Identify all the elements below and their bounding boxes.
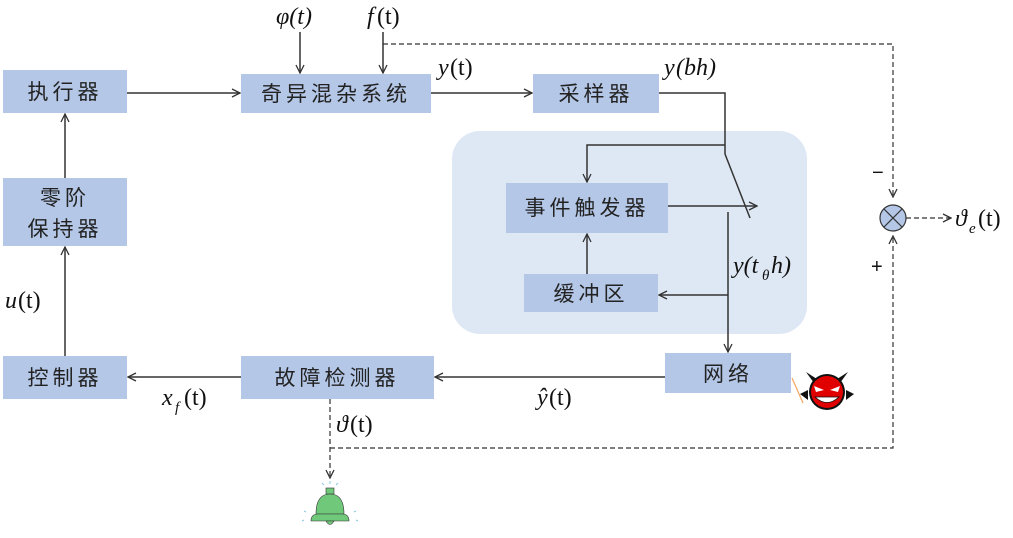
yhat-label-base: ŷ <box>535 385 548 411</box>
buffer-label: 缓冲区 <box>554 282 629 306</box>
xf-label-base: x <box>161 385 173 411</box>
xf-label: x f (t) <box>161 385 207 416</box>
u-label-arg: (t) <box>18 288 41 314</box>
hybrid-system-block[interactable]: 奇异混杂系统 <box>241 74 431 113</box>
fault-detector-block[interactable]: 故障检测器 <box>241 356 434 399</box>
sampler-label: 采样器 <box>559 82 634 106</box>
ytheta-label: y(t θ h) <box>731 253 791 284</box>
yhat-label-arg: (t) <box>549 385 572 411</box>
yhat-label: ŷ (t) <box>535 385 572 411</box>
ytheta-label-pre: y(t <box>731 253 760 279</box>
zoh-label-line2: 保持器 <box>28 217 103 241</box>
zoh-label-line1: 零阶 <box>40 186 90 210</box>
network-label: 网络 <box>703 362 753 386</box>
comparator-plus-sign: + <box>871 256 883 278</box>
actuator-block[interactable]: 执行器 <box>3 70 127 113</box>
alarm-bell-icon <box>301 481 359 525</box>
theta-label-base: ϑ <box>336 412 349 438</box>
event-trigger-label: 事件触发器 <box>525 196 650 220</box>
theta-label: ϑ (t) <box>336 412 373 438</box>
hybrid-system-label: 奇异混杂系统 <box>261 82 411 106</box>
comparator-minus-sign: − <box>872 162 884 184</box>
y-label: y (t) <box>436 55 473 81</box>
theta-e-label-sub: e <box>969 221 976 237</box>
y-label-base: y <box>436 55 449 81</box>
theta-e-label-base: ϑ <box>955 206 968 232</box>
theta-e-label: ϑ e (t) <box>955 206 1001 237</box>
controller-label: 控制器 <box>28 366 103 390</box>
buffer-block[interactable]: 缓冲区 <box>524 274 658 312</box>
fault-detector-label: 故障检测器 <box>275 366 400 390</box>
ybh-label: y (bh) <box>662 55 716 81</box>
u-label-base: u <box>5 288 17 314</box>
sampler-block[interactable]: 采样器 <box>533 74 659 113</box>
f-label-arg: (t) <box>377 4 400 30</box>
theta-e-label-arg: (t) <box>978 206 1001 232</box>
f-label: f (t) <box>367 4 400 30</box>
devil-face-icon <box>791 372 854 410</box>
fault-reference-dashed-arrow <box>383 43 893 197</box>
ytheta-label-sub: θ <box>762 268 770 284</box>
ytheta-label-post: h) <box>771 253 791 279</box>
residual-feedback-dashed-arrow <box>330 236 893 449</box>
theta-label-arg: (t) <box>350 412 373 438</box>
zoh-block[interactable]: 零阶 保持器 <box>3 178 127 246</box>
ybh-label-arg: (bh) <box>676 55 716 81</box>
event-trigger-block[interactable]: 事件触发器 <box>506 183 668 233</box>
controller-block[interactable]: 控制器 <box>3 356 127 399</box>
sampler-output-wire <box>659 92 726 154</box>
ybh-label-base: y <box>662 55 675 81</box>
phi-label: φ(t) <box>276 4 312 30</box>
xf-label-arg: (t) <box>184 385 207 411</box>
actuator-label: 执行器 <box>28 80 103 104</box>
network-block[interactable]: 网络 <box>665 353 791 393</box>
comparator-icon <box>879 204 907 232</box>
u-label: u (t) <box>5 288 41 314</box>
sample-to-trigger-arrow <box>587 144 725 182</box>
y-label-arg: (t) <box>450 55 473 81</box>
xf-label-sub: f <box>175 400 181 416</box>
switch-blade <box>724 153 751 219</box>
f-label-base: f <box>367 4 377 30</box>
